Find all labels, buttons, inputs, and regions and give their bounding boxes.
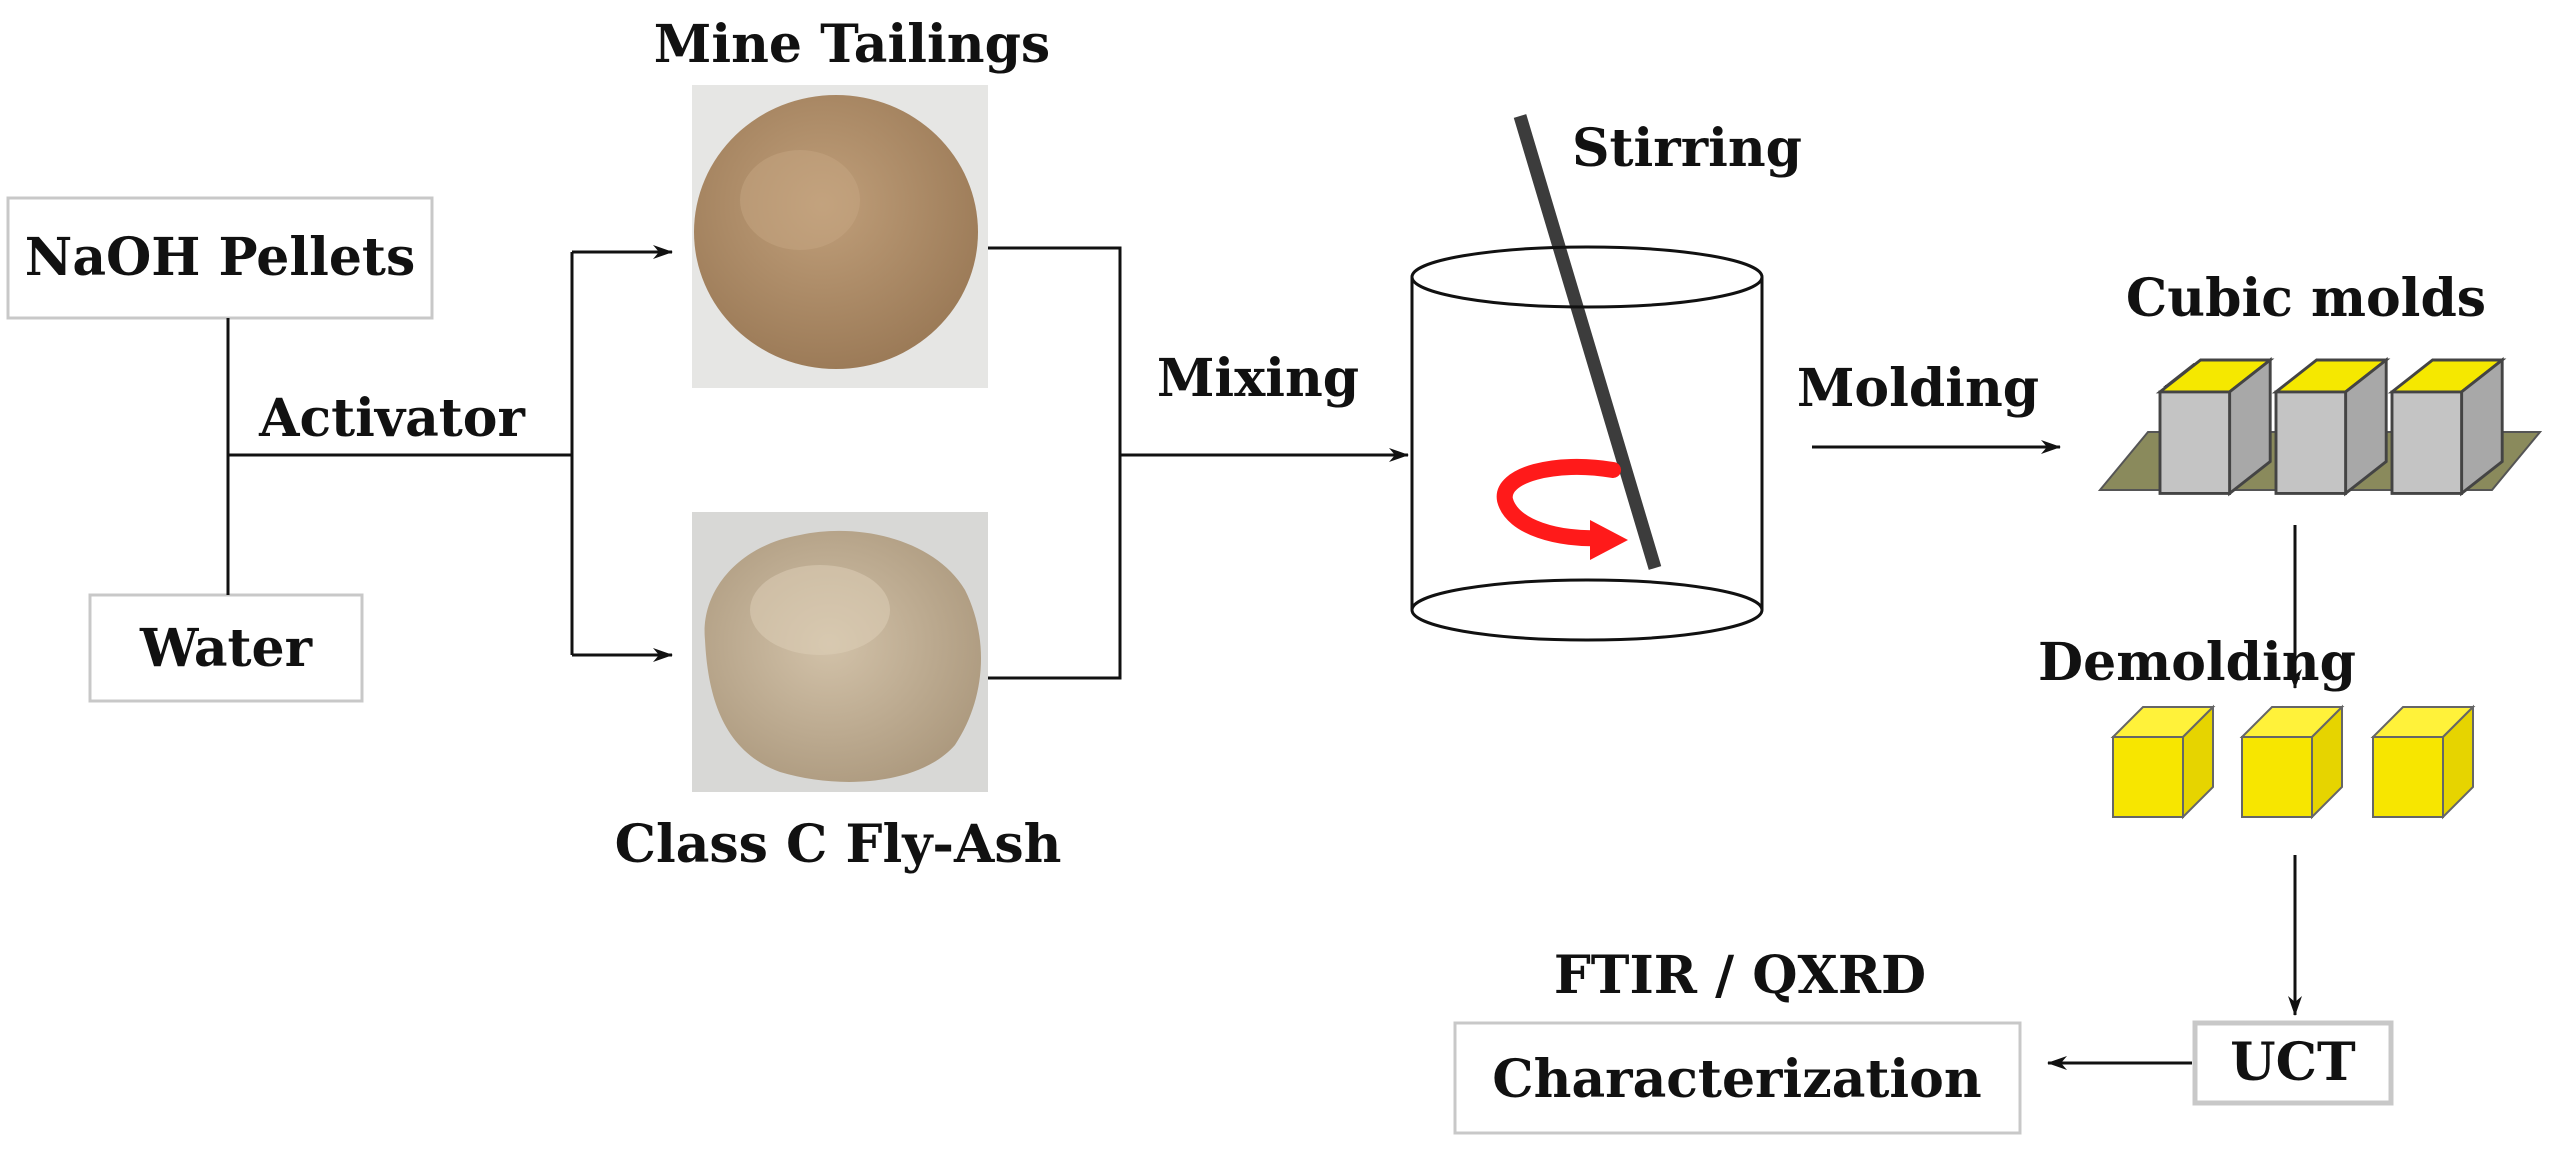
uct-label: UCT xyxy=(2230,1032,2356,1093)
characterization-label: Characterization xyxy=(1492,1049,1981,1110)
naoh-pellets-box xyxy=(6,196,434,320)
mixing-join-line xyxy=(988,246,1122,680)
mine-tailings-label: Mine Tailings xyxy=(654,14,1050,75)
water-box xyxy=(88,593,364,703)
uct-box xyxy=(2192,1020,2394,1106)
demolded-cube xyxy=(2241,706,2343,818)
ftir-qxrd-label: FTIR / QXRD xyxy=(1554,945,1926,1006)
stirring-rod xyxy=(1513,114,1662,570)
beaker-rim xyxy=(1410,245,1764,309)
demolded-cube xyxy=(2112,706,2214,818)
molding-label: Molding xyxy=(1797,358,2039,419)
cube-mold-tray xyxy=(2097,358,2543,495)
beaker xyxy=(1410,277,1764,642)
characterization-box xyxy=(1453,1021,2022,1135)
naoh-pellets-label: NaOH Pellets xyxy=(25,227,415,288)
activator-label: Activator xyxy=(258,388,525,449)
fly-ash-label: Class C Fly-Ash xyxy=(615,814,1062,875)
stirring-label: Stirring xyxy=(1572,118,1802,179)
mine-tailings-photo xyxy=(692,85,988,388)
mixing-label: Mixing xyxy=(1157,348,1359,409)
cubic-molds-label: Cubic molds xyxy=(2126,268,2486,329)
water-label: Water xyxy=(139,618,313,679)
fly-ash-photo xyxy=(692,512,988,792)
demolded-cube xyxy=(2372,706,2474,818)
stir-arrow-icon xyxy=(1496,458,1628,560)
demolding-label: Demolding xyxy=(2038,632,2356,693)
